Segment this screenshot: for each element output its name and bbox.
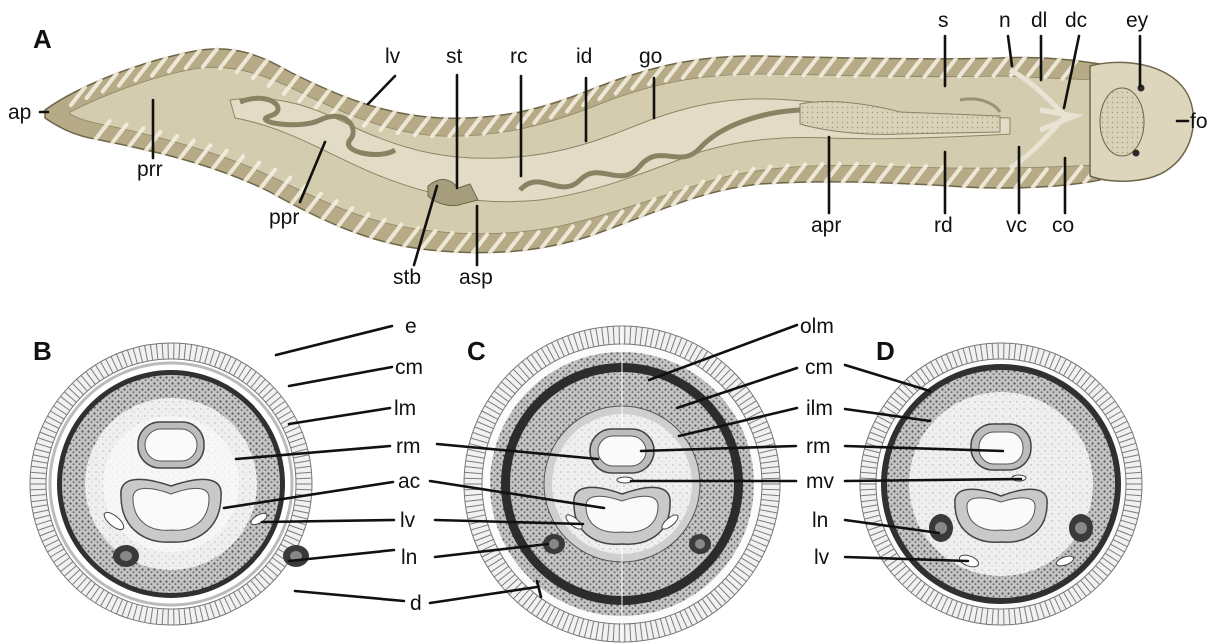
label-lv: lv bbox=[385, 45, 401, 68]
label-fo: fo bbox=[1190, 110, 1208, 133]
cross-section-c bbox=[464, 326, 780, 642]
panel-letter-a: A bbox=[33, 24, 52, 54]
label-go: go bbox=[639, 45, 662, 68]
label-d: d bbox=[410, 592, 422, 615]
label-stb: stb bbox=[393, 266, 421, 289]
label-id: id bbox=[576, 45, 592, 68]
label-s: s bbox=[938, 9, 949, 32]
label-lv-d: lv bbox=[814, 546, 830, 569]
label-cm-d: cm bbox=[805, 356, 833, 379]
label-asp: asp bbox=[459, 266, 493, 289]
label-lv-bc: lv bbox=[400, 509, 416, 532]
cerebral-organ bbox=[1100, 88, 1144, 156]
label-st: st bbox=[446, 45, 463, 68]
label-dc: dc bbox=[1065, 9, 1087, 32]
label-rc: rc bbox=[510, 45, 528, 68]
eye-spot bbox=[1133, 150, 1140, 157]
label-prr: prr bbox=[137, 158, 163, 181]
label-ln-d: ln bbox=[812, 509, 828, 532]
label-olm: olm bbox=[800, 315, 834, 338]
label-rd: rd bbox=[934, 214, 953, 237]
label-ln-bc: ln bbox=[401, 546, 417, 569]
panel-letter-d: D bbox=[876, 336, 895, 366]
label-co: co bbox=[1052, 214, 1074, 237]
label-apr: apr bbox=[811, 214, 841, 237]
label-ap: ap bbox=[8, 101, 31, 124]
panel-letter-c: C bbox=[467, 336, 486, 366]
label-lm: lm bbox=[394, 397, 416, 420]
cross-section-b bbox=[30, 343, 312, 625]
label-rm-d: rm bbox=[806, 435, 831, 458]
label-vc: vc bbox=[1006, 214, 1027, 237]
label-n: n bbox=[999, 9, 1011, 32]
label-ey: ey bbox=[1126, 9, 1149, 32]
label-mv: mv bbox=[806, 470, 834, 493]
label-e: e bbox=[405, 315, 417, 338]
label-cm-b: cm bbox=[395, 356, 423, 379]
label-dl: dl bbox=[1031, 9, 1047, 32]
cross-section-d bbox=[860, 343, 1142, 625]
label-ilm: ilm bbox=[806, 397, 833, 420]
label-rm-b: rm bbox=[396, 435, 421, 458]
label-ac: ac bbox=[398, 470, 420, 493]
panel-letter-b: B bbox=[33, 336, 52, 366]
label-ppr: ppr bbox=[269, 206, 299, 229]
